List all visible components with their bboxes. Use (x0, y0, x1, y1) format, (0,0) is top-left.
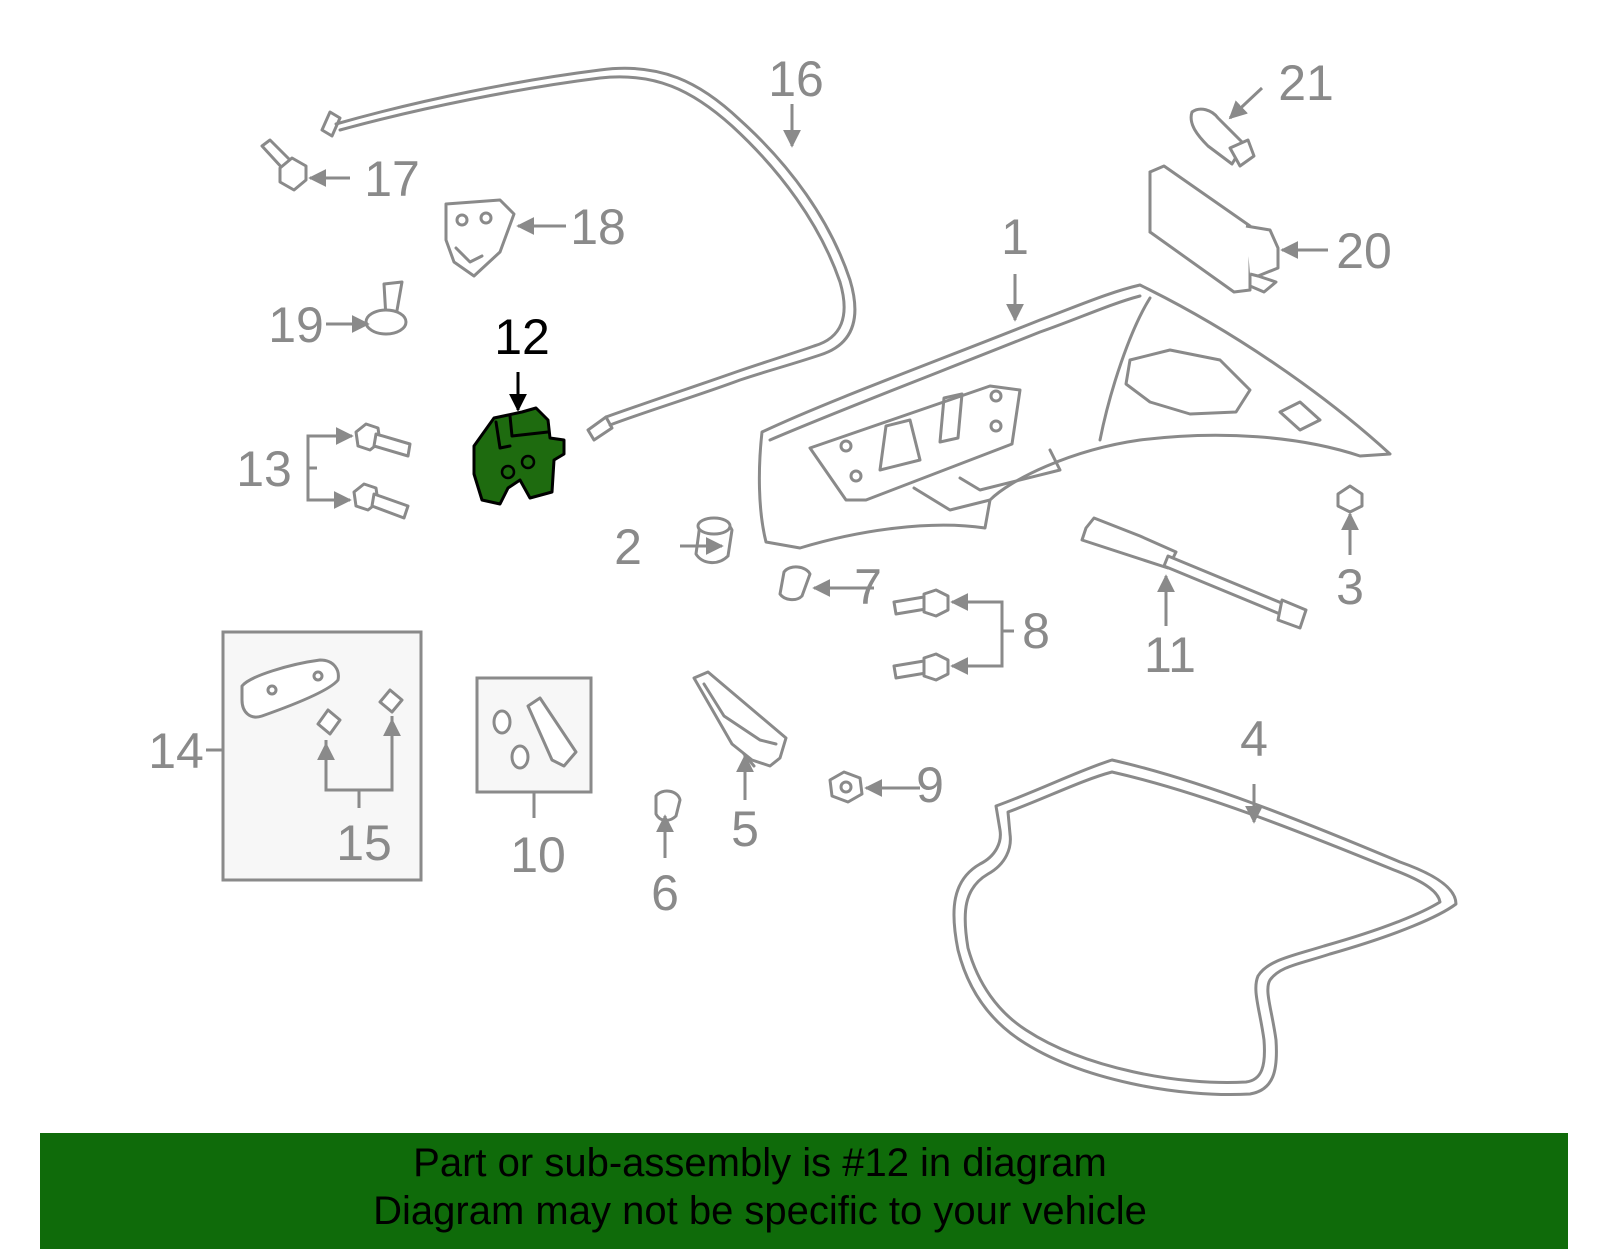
lamp-20 (1148, 164, 1280, 294)
strut-11 (1080, 516, 1308, 630)
callout-12-highlighted: 12 (494, 309, 550, 365)
callout-3: 3 (1336, 559, 1364, 615)
trunk-lid-1 (757, 283, 1392, 550)
bumper-6 (654, 789, 682, 822)
callout-19: 19 (268, 297, 324, 353)
callout-17: 17 (364, 151, 420, 207)
pin-19 (364, 280, 408, 336)
banner-line-part-number: Part or sub-assembly is #12 in diagram (413, 1141, 1107, 1185)
striker-5 (692, 670, 788, 768)
callout-8: 8 (1022, 603, 1050, 659)
callout-5: 5 (731, 801, 759, 857)
callout-16: 16 (768, 51, 824, 107)
callout-20: 20 (1336, 223, 1392, 279)
bolt-17 (260, 138, 308, 192)
bulb-21 (1189, 107, 1256, 168)
callout-2: 2 (614, 519, 642, 575)
bolts-13 (352, 422, 412, 520)
callout-14: 14 (148, 723, 204, 779)
callout-18: 18 (570, 199, 626, 255)
info-banner-background (40, 1133, 1568, 1249)
bumper-2 (694, 516, 734, 564)
callout-21: 21 (1278, 55, 1334, 111)
callout-4: 4 (1240, 711, 1268, 767)
weatherstrip-4 (952, 758, 1458, 1096)
bumper-7 (778, 565, 812, 602)
nut-9 (828, 770, 864, 804)
callout-10: 10 (510, 827, 566, 883)
callout-7: 7 (854, 559, 882, 615)
bolts-8 (892, 588, 950, 682)
callout-13: 13 (236, 441, 292, 497)
kit-box-14 (221, 630, 423, 882)
callout-9: 9 (916, 757, 944, 813)
clip-3 (1336, 484, 1364, 514)
banner-line-disclaimer: Diagram may not be specific to your vehi… (373, 1189, 1147, 1233)
callout-15: 15 (336, 815, 392, 871)
callout-6: 6 (651, 865, 679, 921)
callout-1: 1 (1001, 209, 1029, 265)
release-cable (320, 66, 857, 442)
latch-12-highlighted (472, 406, 566, 506)
info-banner: Part or sub-assembly is #12 in diagram D… (40, 1133, 1568, 1249)
kit-box-10 (475, 676, 593, 818)
bracket-18 (444, 198, 516, 278)
callout-11: 11 (1144, 627, 1196, 683)
leader-lines (206, 86, 1359, 858)
